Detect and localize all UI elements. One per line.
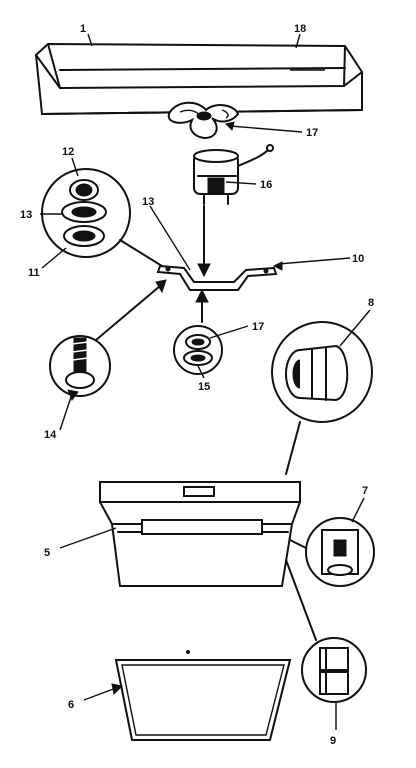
socket-detail-circle: [271, 321, 373, 475]
callout-13-bracket: 13: [142, 196, 154, 208]
callout-11: 11: [28, 267, 40, 279]
callout-7: 7: [362, 485, 368, 497]
callout-1: 1: [80, 23, 86, 35]
mounting-bracket: [156, 264, 278, 291]
callout-9: 9: [330, 735, 336, 747]
assembly-arrows: [195, 205, 211, 323]
lens-panel: [114, 650, 292, 741]
callout-5: 5: [44, 547, 50, 559]
motor: [193, 144, 274, 205]
clip-detail-circle: [285, 559, 367, 703]
callout-17-fan: 17: [306, 127, 318, 139]
leader-lines: [40, 33, 371, 730]
switch-detail-circle: [289, 517, 375, 587]
callout-6: 6: [68, 699, 74, 711]
grommet-detail-circle: [41, 168, 163, 267]
callout-labels: 1 18 17 12 16 13 13 10 11 17 15 8 14 7 5…: [20, 23, 374, 747]
callout-13-grommet: 13: [20, 209, 32, 221]
fixture-housing: [34, 42, 363, 116]
hood-body: [99, 481, 301, 587]
callout-17-grommet: 17: [252, 321, 264, 333]
callout-18: 18: [294, 23, 306, 35]
callout-14: 14: [44, 429, 57, 441]
callout-8: 8: [368, 297, 374, 309]
callout-16: 16: [260, 179, 272, 191]
callout-15: 15: [198, 381, 210, 393]
callout-10: 10: [352, 253, 364, 265]
screw-detail-circle: [49, 279, 167, 397]
fan-blade: [167, 101, 240, 140]
callout-12: 12: [62, 146, 74, 158]
